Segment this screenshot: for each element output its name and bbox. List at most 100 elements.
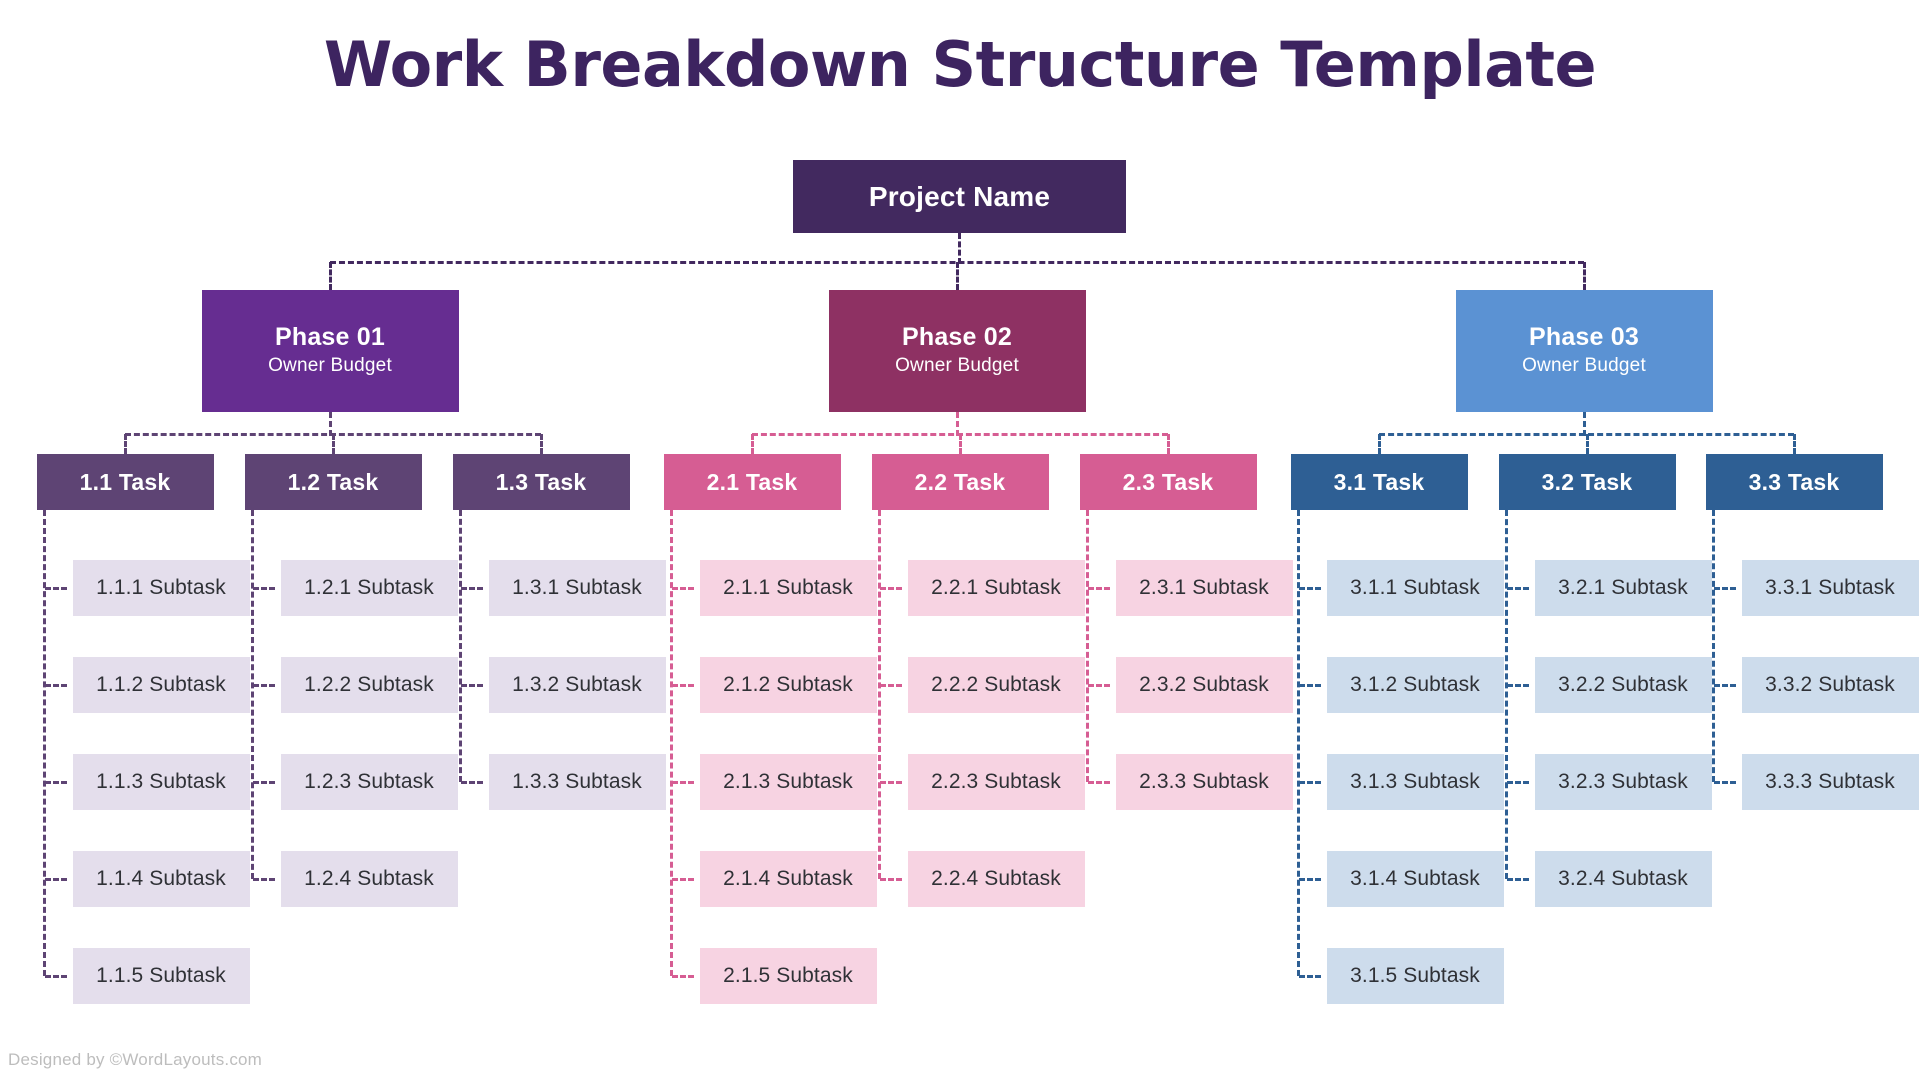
phase-title: Phase 02: [901, 323, 1012, 352]
subtask-node[interactable]: 1.1.1 Subtask: [72, 560, 250, 616]
subtask-node[interactable]: 2.1.2 Subtask: [699, 657, 877, 713]
task-node-task-1-1[interactable]: 1.1 Task: [36, 454, 214, 510]
connector-subtask-stub-task-2-1-5: [671, 974, 694, 978]
connector-task-drop-task-3-2: [1585, 434, 1589, 454]
connector-subtask-stub-task-1-1-5: [44, 974, 67, 978]
subtask-node[interactable]: 3.2.3 Subtask: [1534, 754, 1712, 810]
task-node-task-3-1[interactable]: 3.1 Task: [1290, 454, 1468, 510]
connector-task-trunk-drop-2: [955, 412, 959, 436]
connector-subtask-stub-task-3-1-4: [1298, 877, 1321, 881]
subtask-node[interactable]: 2.2.3 Subtask: [907, 754, 1085, 810]
subtask-node[interactable]: 1.2.1 Subtask: [280, 560, 458, 616]
connector-task-drop-task-1-3: [539, 434, 543, 454]
connector-subtask-spine-task-3-1: [1297, 510, 1300, 976]
task-node-task-1-3[interactable]: 1.3 Task: [452, 454, 630, 510]
phase-subtitle: Owner Budget: [895, 355, 1019, 377]
subtask-node[interactable]: 2.2.1 Subtask: [907, 560, 1085, 616]
subtask-node[interactable]: 2.1.3 Subtask: [699, 754, 877, 810]
connector-task-drop-task-1-2: [331, 434, 335, 454]
connector-subtask-spine-task-2-1: [670, 510, 673, 976]
connector-task-drop-task-3-1: [1377, 434, 1381, 454]
connector-subtask-stub-task-1-3-2: [460, 683, 483, 687]
subtask-node[interactable]: 3.1.3 Subtask: [1326, 754, 1504, 810]
connector-subtask-stub-task-2-2-1: [879, 586, 902, 590]
subtask-node[interactable]: 1.2.4 Subtask: [280, 851, 458, 907]
connector-subtask-stub-task-3-3-2: [1713, 683, 1736, 687]
phase-node-phase-01[interactable]: Phase 01 Owner Budget: [201, 290, 459, 412]
connector-subtask-stub-task-2-3-2: [1087, 683, 1110, 687]
subtask-node[interactable]: 2.1.1 Subtask: [699, 560, 877, 616]
subtask-node[interactable]: 3.3.1 Subtask: [1741, 560, 1919, 616]
connector-subtask-stub-task-1-1-2: [44, 683, 67, 687]
connector-subtask-spine-task-2-2: [878, 510, 881, 879]
connector-subtask-stub-task-1-2-2: [252, 683, 275, 687]
connector-subtask-stub-task-1-2-3: [252, 780, 275, 784]
task-node-task-2-1[interactable]: 2.1 Task: [663, 454, 841, 510]
subtask-node[interactable]: 3.1.4 Subtask: [1326, 851, 1504, 907]
connector-subtask-spine-task-1-3: [459, 510, 462, 782]
page-title: Work Breakdown Structure Template: [323, 28, 1597, 101]
connector-task-trunk-drop-1: [328, 412, 332, 436]
connector-subtask-stub-task-2-3-1: [1087, 586, 1110, 590]
connector-task-drop-task-2-2: [958, 434, 962, 454]
connector-subtask-stub-task-2-2-3: [879, 780, 902, 784]
connector-task-trunk-drop-3: [1582, 412, 1586, 436]
subtask-node[interactable]: 2.3.2 Subtask: [1115, 657, 1293, 713]
connector-subtask-stub-task-3-1-2: [1298, 683, 1321, 687]
subtask-node[interactable]: 1.2.3 Subtask: [280, 754, 458, 810]
connector-subtask-stub-task-3-2-1: [1506, 586, 1529, 590]
subtask-node[interactable]: 3.2.2 Subtask: [1534, 657, 1712, 713]
connector-subtask-spine-task-2-3: [1086, 510, 1089, 782]
phase-subtitle: Owner Budget: [268, 355, 392, 377]
subtask-node[interactable]: 1.3.3 Subtask: [488, 754, 666, 810]
subtask-node[interactable]: 3.1.5 Subtask: [1326, 948, 1504, 1004]
subtask-node[interactable]: 3.2.1 Subtask: [1534, 560, 1712, 616]
subtask-node[interactable]: 2.2.2 Subtask: [907, 657, 1085, 713]
subtask-node[interactable]: 1.2.2 Subtask: [280, 657, 458, 713]
task-node-task-3-3[interactable]: 3.3 Task: [1705, 454, 1883, 510]
connector-task-drop-task-2-3: [1166, 434, 1170, 454]
connector-subtask-stub-task-3-3-3: [1713, 780, 1736, 784]
subtask-node[interactable]: 2.1.4 Subtask: [699, 851, 877, 907]
subtask-node[interactable]: 3.2.4 Subtask: [1534, 851, 1712, 907]
subtask-node[interactable]: 2.3.3 Subtask: [1115, 754, 1293, 810]
phase-subtitle: Owner Budget: [1522, 355, 1646, 377]
connector-subtask-stub-task-1-3-1: [460, 586, 483, 590]
connector-phase-drop-2: [955, 262, 959, 290]
connector-subtask-stub-task-1-2-1: [252, 586, 275, 590]
connector-subtask-stub-task-3-2-2: [1506, 683, 1529, 687]
connector-subtask-stub-task-1-1-1: [44, 586, 67, 590]
task-node-task-2-2[interactable]: 2.2 Task: [871, 454, 1049, 510]
subtask-node[interactable]: 2.2.4 Subtask: [907, 851, 1085, 907]
subtask-node[interactable]: 1.1.4 Subtask: [72, 851, 250, 907]
subtask-node[interactable]: 1.1.2 Subtask: [72, 657, 250, 713]
connector-phase-drop-3: [1582, 262, 1586, 290]
subtask-node[interactable]: 1.1.5 Subtask: [72, 948, 250, 1004]
phase-node-phase-02[interactable]: Phase 02 Owner Budget: [828, 290, 1086, 412]
connector-subtask-spine-task-3-2: [1505, 510, 1508, 879]
subtask-node[interactable]: 2.3.1 Subtask: [1115, 560, 1293, 616]
phase-title: Phase 01: [274, 323, 385, 352]
connector-task-drop-task-2-1: [750, 434, 754, 454]
connector-subtask-spine-task-1-1: [43, 510, 46, 976]
subtask-node[interactable]: 3.3.3 Subtask: [1741, 754, 1919, 810]
subtask-node[interactable]: 1.3.1 Subtask: [488, 560, 666, 616]
connector-subtask-stub-task-3-3-1: [1713, 586, 1736, 590]
connector-subtask-stub-task-1-2-4: [252, 877, 275, 881]
task-node-task-2-3[interactable]: 2.3 Task: [1079, 454, 1257, 510]
subtask-node[interactable]: 1.1.3 Subtask: [72, 754, 250, 810]
subtask-node[interactable]: 3.3.2 Subtask: [1741, 657, 1919, 713]
subtask-node[interactable]: 3.1.2 Subtask: [1326, 657, 1504, 713]
connector-subtask-stub-task-1-1-4: [44, 877, 67, 881]
footer-credit: Designed by ©WordLayouts.com: [8, 1050, 263, 1069]
task-node-task-1-2[interactable]: 1.2 Task: [244, 454, 422, 510]
connector-subtask-stub-task-3-1-1: [1298, 586, 1321, 590]
subtask-node[interactable]: 1.3.2 Subtask: [488, 657, 666, 713]
subtask-node[interactable]: 3.1.1 Subtask: [1326, 560, 1504, 616]
subtask-node[interactable]: 2.1.5 Subtask: [699, 948, 877, 1004]
task-node-task-3-2[interactable]: 3.2 Task: [1498, 454, 1676, 510]
connector-subtask-stub-task-2-1-3: [671, 780, 694, 784]
root-node-project-name[interactable]: Project Name: [793, 160, 1126, 233]
